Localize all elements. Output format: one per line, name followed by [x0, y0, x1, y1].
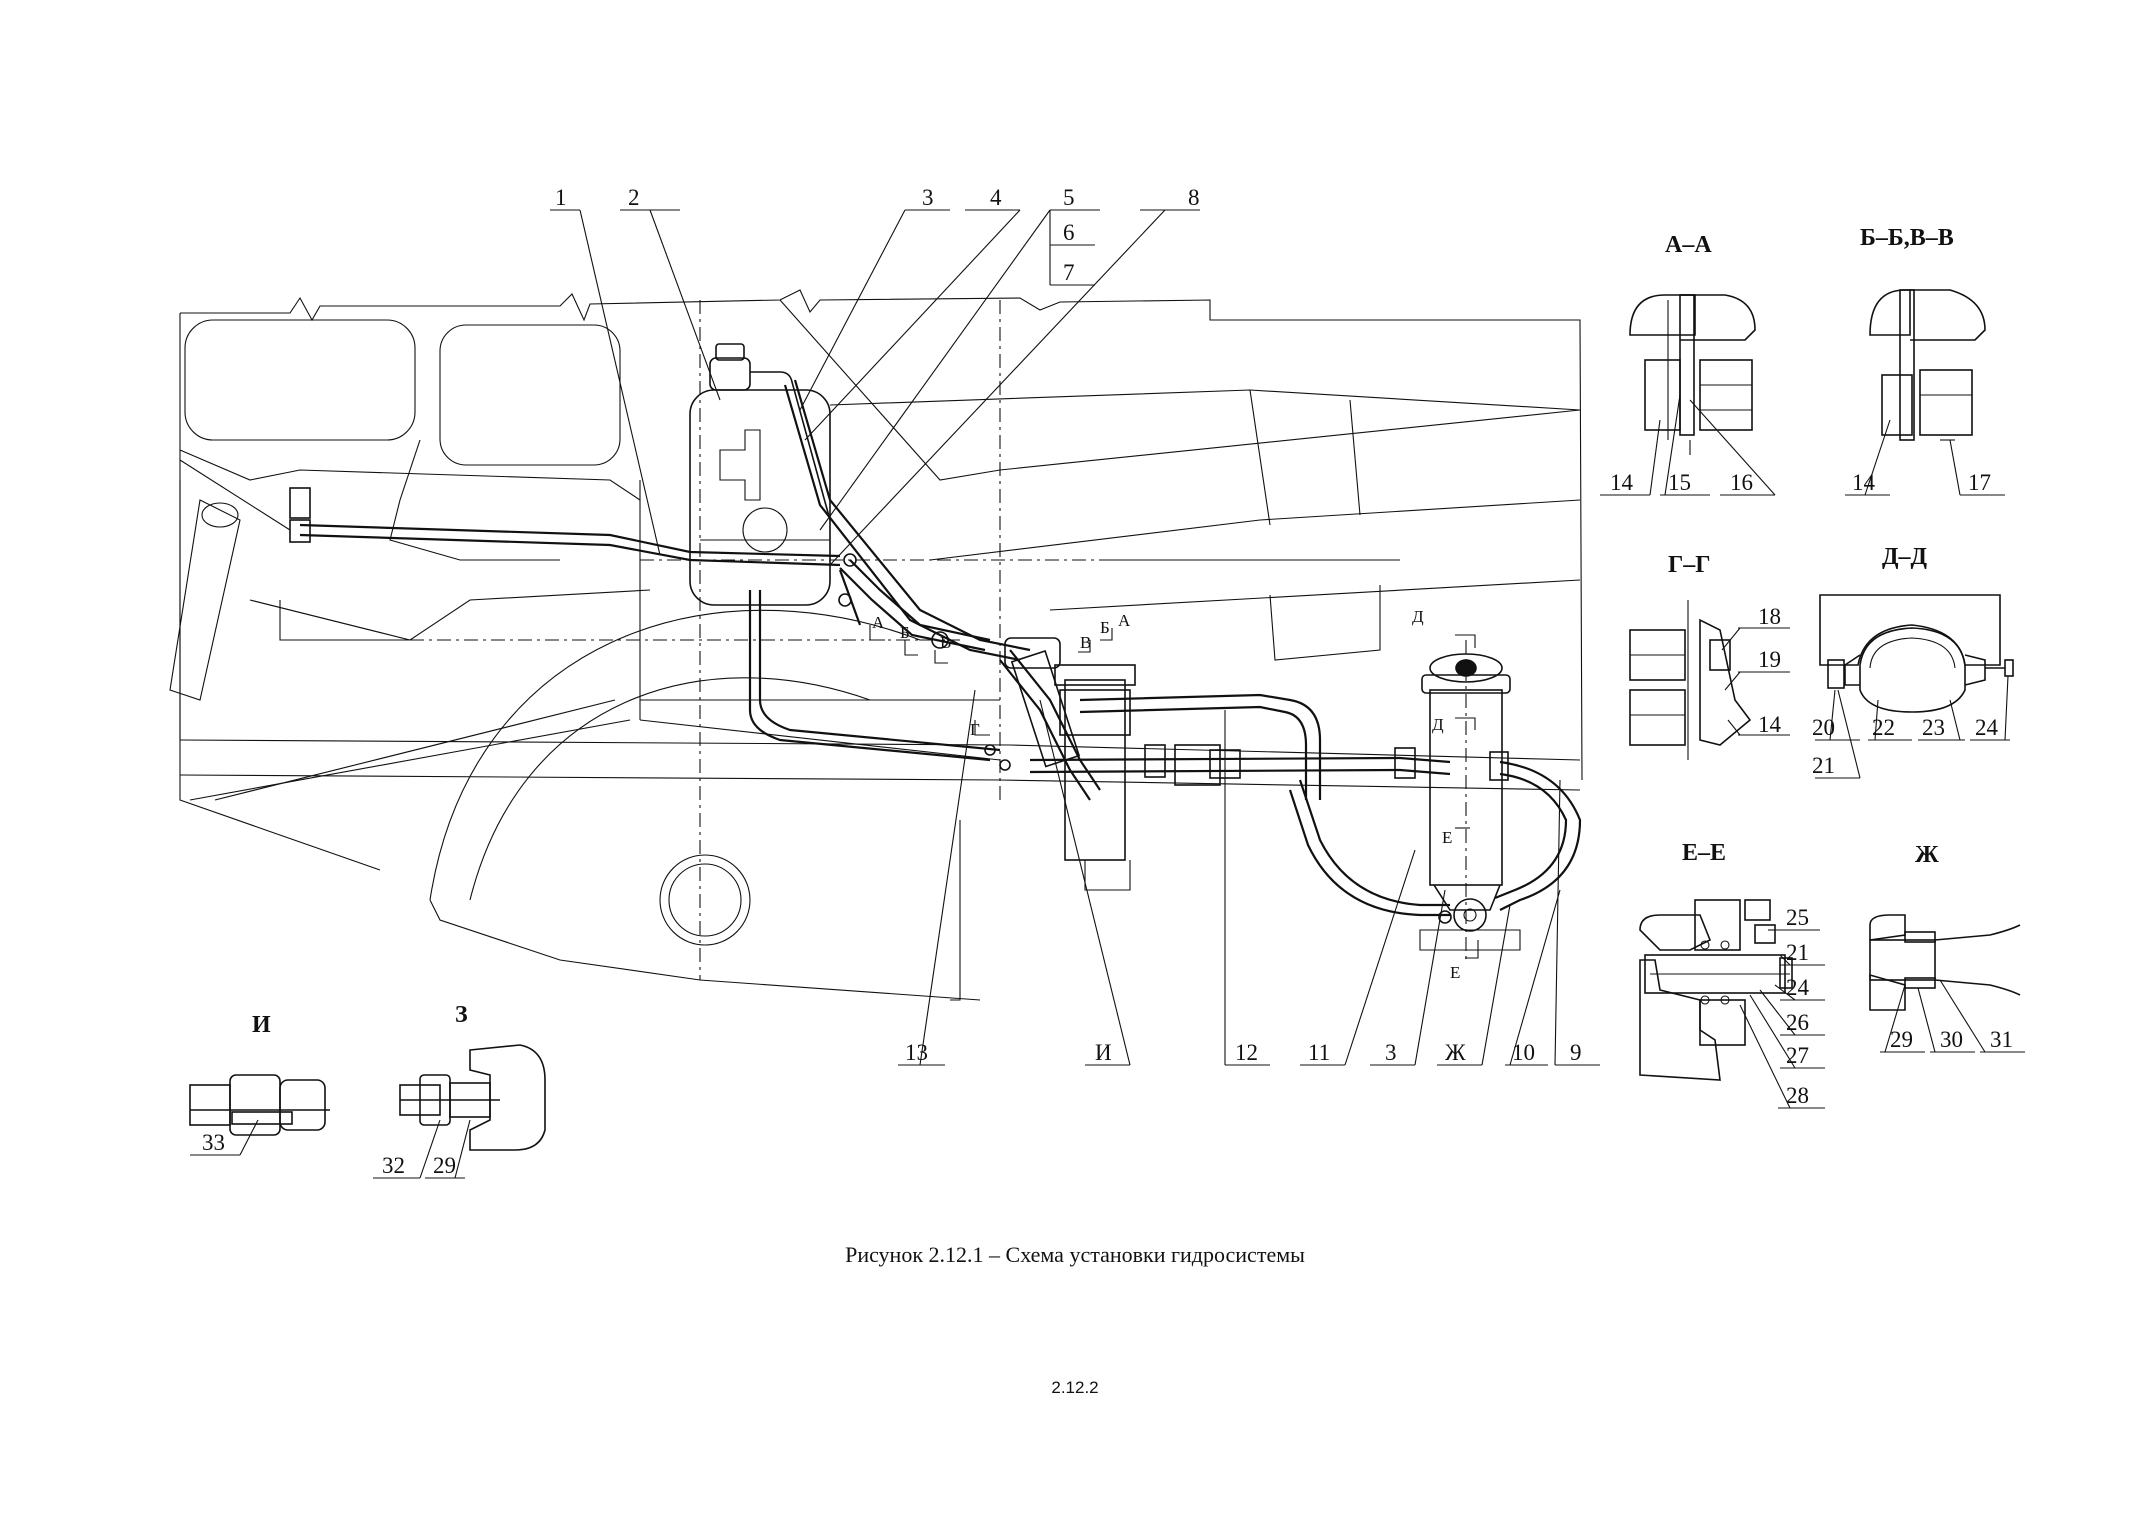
section-a-a: А–А 14 15 16 [1600, 232, 1776, 496]
valve-block [1004, 637, 1509, 891]
callouts-top: 1 2 3 4 5 6 7 8 [550, 185, 1200, 566]
section-b-b-label-14: 14 [1852, 470, 1876, 495]
cut-mark-d-top: Д [1412, 607, 1424, 626]
section-d-d-label-22: 22 [1872, 715, 1895, 740]
section-e-e-label-21: 21 [1786, 940, 1809, 965]
pipeline-network [289, 379, 1582, 917]
section-g-g-label-19: 19 [1758, 647, 1781, 672]
cut-mark-v-right: В [1080, 633, 1091, 652]
section-g-g-label-14: 14 [1758, 712, 1782, 737]
view-z: З 32 29 [373, 1002, 546, 1179]
callout-3-bottom: 3 [1385, 1040, 1397, 1065]
section-e-e-label-27: 27 [1786, 1043, 1809, 1068]
callout-9: 9 [1570, 1040, 1582, 1065]
view-zh-label-29: 29 [1890, 1027, 1913, 1052]
callout-3: 3 [922, 185, 934, 210]
callout-11: 11 [1308, 1040, 1330, 1065]
section-b-b-title: Б–Б,В–В [1860, 225, 1954, 251]
section-g-g-title: Г–Г [1668, 552, 1711, 578]
view-i-title: И [252, 1012, 271, 1038]
page-number: 2.12.2 [1051, 1378, 1099, 1397]
lifting-cylinder [1419, 640, 1521, 960]
callout-12: 12 [1235, 1040, 1258, 1065]
view-z-label-32: 32 [382, 1153, 405, 1178]
section-g-g: Г–Г 18 19 14 [1629, 552, 1790, 760]
section-d-d-title: Д–Д [1882, 544, 1928, 570]
callout-1: 1 [555, 185, 567, 210]
section-e-e-label-24: 24 [1786, 975, 1810, 1000]
callout-zh: Ж [1445, 1040, 1466, 1065]
figure-caption: Рисунок 2.12.1 – Схема установки гидроси… [845, 1242, 1305, 1267]
cut-mark-a-left: А [872, 613, 885, 632]
cut-mark-a-right: А [1118, 611, 1131, 630]
view-zh-label-30: 30 [1940, 1027, 1963, 1052]
view-z-title: З [455, 1002, 468, 1028]
section-d-d-label-21: 21 [1812, 753, 1835, 778]
section-e-e-label-26: 26 [1786, 1010, 1809, 1035]
section-a-a-label-14: 14 [1610, 470, 1634, 495]
hydraulic-tank [689, 343, 831, 606]
cut-mark-b-left: Б [900, 623, 910, 642]
section-b-b-v-v: Б–Б,В–В 14 17 [1845, 225, 2005, 496]
view-i: И 33 [189, 1012, 330, 1156]
cut-mark-e-mid: Е [1442, 828, 1452, 847]
section-a-a-label-15: 15 [1668, 470, 1691, 495]
callout-5: 5 [1063, 185, 1075, 210]
callouts-bottom: 13 И 12 11 3 Ж 10 9 [898, 689, 1600, 1066]
callout-10: 10 [1512, 1040, 1535, 1065]
section-d-d-label-24: 24 [1975, 715, 1999, 740]
cut-mark-v-left: В [940, 633, 951, 652]
callout-2: 2 [628, 185, 640, 210]
section-d-d-label-23: 23 [1922, 715, 1945, 740]
section-g-g-label-18: 18 [1758, 604, 1781, 629]
cut-mark-e-low: Е [1450, 963, 1460, 982]
section-d-d: Д–Д 20 21 22 23 24 [1812, 544, 2014, 779]
section-e-e: Е–Е 25 21 24 26 27 28 [1639, 840, 1825, 1109]
cut-mark-g: Г [970, 720, 980, 739]
section-e-e-title: Е–Е [1682, 840, 1726, 866]
cut-mark-d-mid: Д [1432, 715, 1444, 734]
callout-4: 4 [990, 185, 1002, 210]
main-assembly-view: А Б В Г В Б А Д Д Е Е 1 2 [169, 185, 1600, 1066]
section-a-a-label-16: 16 [1730, 470, 1753, 495]
section-e-e-label-25: 25 [1786, 905, 1809, 930]
section-d-d-label-20: 20 [1812, 715, 1835, 740]
view-zh-label-31: 31 [1990, 1027, 2013, 1052]
callout-8: 8 [1188, 185, 1200, 210]
view-z-label-29: 29 [433, 1153, 456, 1178]
view-zh: Ж 29 30 31 [1869, 842, 2025, 1053]
callout-13: 13 [905, 1040, 928, 1065]
callout-6: 6 [1063, 220, 1075, 245]
section-a-a-title: А–А [1665, 232, 1712, 258]
callout-i: И [1095, 1040, 1112, 1065]
cut-mark-b-right: Б [1100, 618, 1110, 637]
section-e-e-label-28: 28 [1786, 1083, 1809, 1108]
callout-7: 7 [1063, 260, 1075, 285]
view-i-label-33: 33 [202, 1130, 225, 1155]
section-b-b-label-17: 17 [1968, 470, 1991, 495]
view-zh-title: Ж [1915, 842, 1939, 868]
